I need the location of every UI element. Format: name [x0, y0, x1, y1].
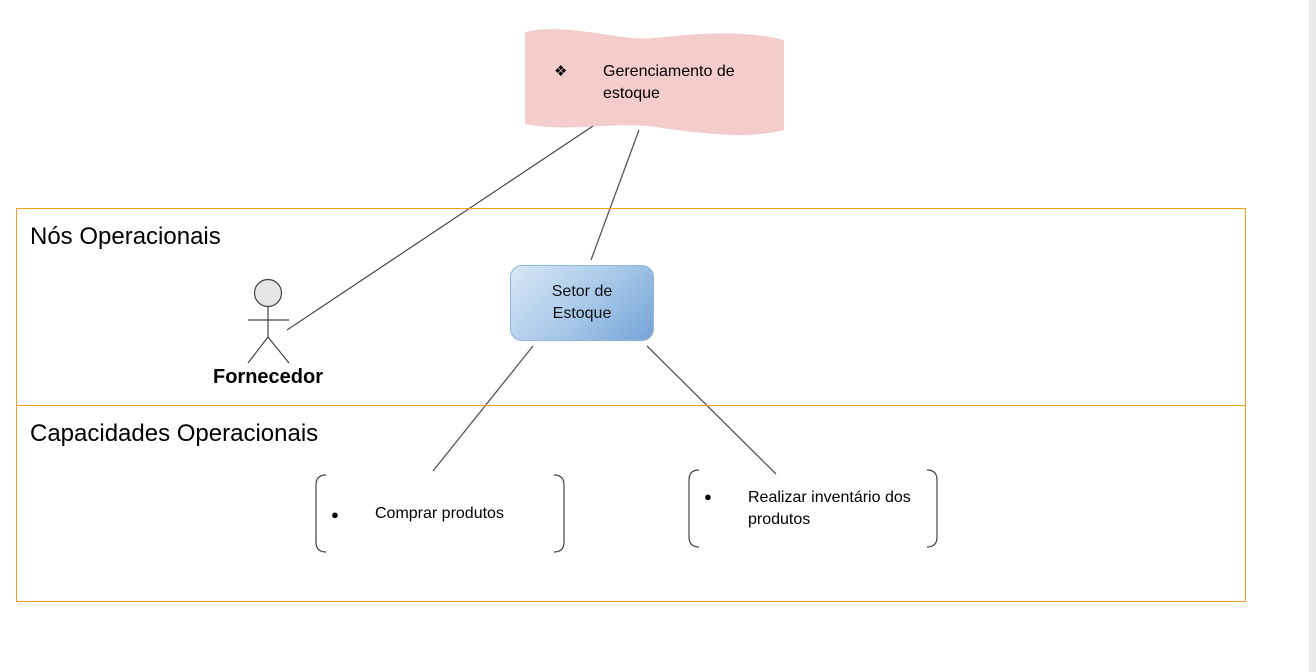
capability-node-comprar[interactable]: ● Comprar produtos — [316, 475, 564, 552]
lane-capacidades-operacionais[interactable]: Capacidades Operacionais — [16, 405, 1246, 602]
lane-title-nos: Nós Operacionais — [30, 223, 221, 250]
actor-label: Fornecedor — [212, 366, 324, 388]
capability-braces-2 — [688, 469, 938, 548]
lane-nos-operacionais[interactable]: Nós Operacionais — [16, 208, 1246, 406]
goal-bullet: ❖ — [554, 63, 568, 80]
goal-label: Gerenciamento de estoque — [603, 63, 735, 102]
capability-bullet: ● — [331, 507, 339, 522]
lane-title-cap: Capacidades Operacionais — [30, 420, 319, 447]
setor-estoque-node[interactable]: Setor de Estoque — [510, 265, 654, 341]
connector-goal-fornecedor — [286, 125, 594, 331]
goal-flag-shape[interactable] — [525, 29, 784, 136]
stick-figure-icon[interactable] — [247, 278, 290, 364]
capability-braces-1 — [315, 474, 565, 553]
capability-label: Comprar produtos — [375, 505, 504, 522]
capability-bullet: ● — [704, 489, 712, 504]
window-edge — [1309, 0, 1316, 672]
setor-estoque-label: Setor de Estoque — [551, 283, 613, 322]
capability-label: Realizar inventário dos produtos — [748, 489, 911, 528]
connector-setor-comprar — [432, 345, 534, 472]
connector-setor-inventario — [646, 345, 777, 475]
capability-node-inventario[interactable]: ● Realizar inventário dos produtos — [689, 470, 937, 547]
connector-goal-setor — [590, 129, 640, 261]
